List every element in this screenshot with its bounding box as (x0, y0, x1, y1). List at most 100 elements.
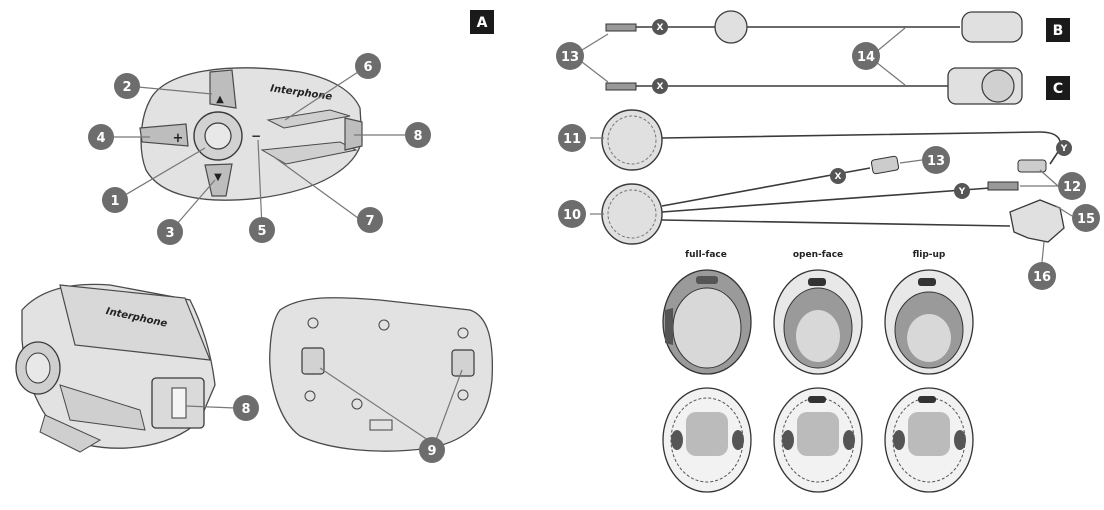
callout-5: 5 (249, 217, 275, 243)
callout-16: 16 (1028, 262, 1056, 290)
helmet-full-face-bottom (662, 387, 752, 493)
helmet-flip-up-top (884, 269, 974, 375)
side-main-button-inner (25, 352, 51, 384)
plus-icon: + (173, 131, 184, 146)
caption-open-face: open-face (793, 250, 843, 260)
boom-microphone-cable (605, 10, 1023, 44)
callout-14-label: 14 (857, 50, 875, 65)
jack-plug-12 (987, 181, 1019, 191)
callout-2-label: 2 (122, 80, 131, 95)
intercom-front-view: ▲ ▼ + − Interphone (139, 67, 363, 201)
callout-1: 1 (102, 187, 128, 213)
panel-label-a: A (477, 15, 488, 31)
callout-1-label: 1 (110, 194, 119, 209)
speaker-right (601, 109, 663, 171)
callout-13-top: 13 (556, 42, 584, 70)
helmet-flip-up-bottom (884, 387, 974, 493)
panel-label-c: C (1053, 81, 1063, 97)
connector-x-1: X (652, 19, 668, 35)
callout-11-label: 11 (563, 132, 581, 147)
device-body-front (140, 67, 363, 201)
up-arrow-icon: ▲ (216, 94, 224, 105)
callout-14: 14 (852, 42, 880, 70)
mount-slot-right (451, 349, 475, 377)
screw-hole-3 (457, 327, 469, 339)
mount-slot-left (301, 347, 325, 375)
intercom-side-view: Interphone (15, 283, 216, 453)
callout-13-top-label: 13 (561, 50, 579, 65)
callout-4-label: 4 (96, 131, 105, 146)
callout-12: 12 (1058, 172, 1086, 200)
intercom-back-view (269, 297, 494, 452)
speaker-harness (601, 109, 1065, 245)
callout-10-label: 10 (563, 208, 581, 223)
helmet-open-face-top (773, 269, 863, 375)
helmet-full-face-top (662, 269, 752, 375)
connector-x-1-label: X (657, 23, 664, 33)
callout-13-lower: 13 (922, 146, 950, 174)
speaker-left-ring (607, 189, 657, 239)
helmet-installation-guide: full-face open-face flip-up (662, 250, 974, 493)
callout-9-label: 9 (427, 444, 436, 459)
callout-6-label: 6 (363, 60, 372, 75)
callout-5-label: 5 (257, 224, 266, 239)
screw-hole-4 (304, 390, 316, 402)
panel-label-b: B (1053, 23, 1064, 39)
connector-x-3-label: X (835, 172, 842, 182)
jack-plug-b (605, 23, 637, 32)
callout-10: 10 (558, 200, 586, 228)
callout-15-label: 15 (1077, 212, 1095, 227)
helmet-open-face-bottom (773, 387, 863, 493)
socket-13 (870, 155, 900, 175)
panel-bc-cables: B C X X 13 14 (556, 10, 1100, 290)
socket-12 (1017, 159, 1047, 173)
speaker-left (601, 183, 663, 245)
connector-port (344, 117, 363, 151)
screw-hole-5 (351, 398, 363, 410)
main-button (204, 122, 232, 150)
upper-groove (266, 109, 351, 129)
wired-mic-pad (981, 69, 1015, 103)
connector-y-2: Y (954, 183, 970, 199)
callout-8: 8 (405, 122, 431, 148)
callout-3-label: 3 (165, 226, 174, 241)
connector-x-2-label: X (657, 82, 664, 92)
jack-plug-c (605, 82, 637, 91)
callout-4: 4 (88, 124, 114, 150)
connector-y-1: Y (1056, 140, 1072, 156)
callout-8-label: 8 (413, 129, 422, 144)
panel-a: A ▲ ▼ + − Interphone 1 2 3 (15, 10, 494, 463)
speaker-right-ring (607, 115, 657, 165)
connector-y-1-label: Y (1060, 144, 1068, 154)
callout-2: 2 (114, 73, 140, 99)
panel-label-c-box (1046, 76, 1070, 100)
screw-hole-6 (457, 389, 469, 401)
boom-clip (714, 10, 748, 44)
callout-13-lower-label: 13 (927, 154, 945, 169)
wired-microphone-cable (605, 67, 1023, 105)
down-arrow-icon: ▼ (214, 172, 222, 183)
back-label-slot (369, 419, 393, 431)
boom-mic-head (961, 11, 1023, 43)
callout-7-label: 7 (365, 214, 374, 229)
callout-7: 7 (357, 207, 383, 233)
caption-full-face: full-face (685, 250, 727, 260)
connector-x-2: X (652, 78, 668, 94)
minus-icon: − (251, 129, 261, 143)
panel-label-a-box (470, 10, 494, 34)
side-groove-2 (39, 414, 102, 453)
callout-16-label: 16 (1033, 270, 1051, 285)
callout-3: 3 (157, 219, 183, 245)
connector-x-3: X (830, 168, 846, 184)
side-top-face (59, 284, 211, 361)
callout-12-label: 12 (1063, 180, 1081, 195)
caption-flip-up: flip-up (913, 250, 946, 260)
side-groove-1 (59, 384, 146, 431)
screw-hole-1 (307, 317, 319, 329)
panel-label-b-box (1046, 18, 1070, 42)
connector-y-2-label: Y (958, 187, 966, 197)
callout-6: 6 (355, 53, 381, 79)
screw-hole-2 (378, 319, 390, 331)
base-connector (1009, 199, 1065, 243)
